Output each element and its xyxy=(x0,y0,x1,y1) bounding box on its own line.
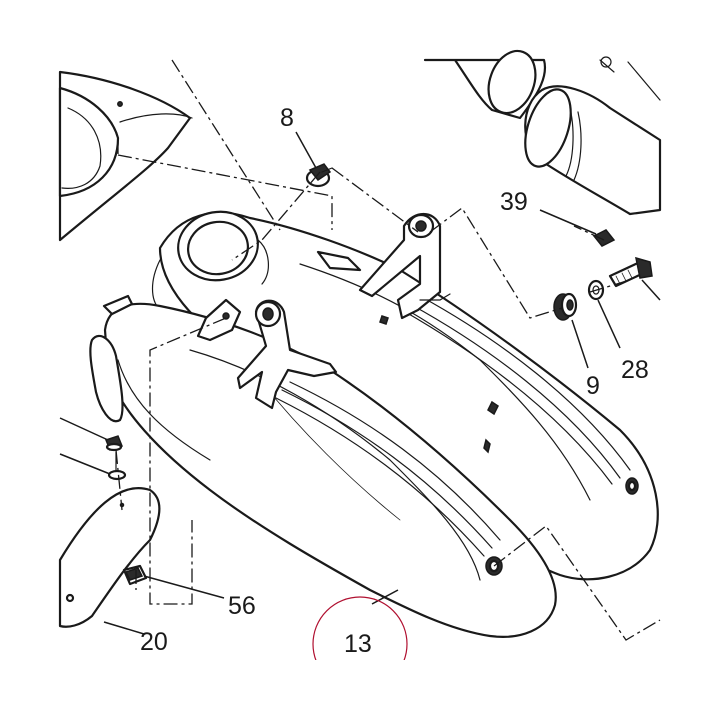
callout-13: 13 xyxy=(344,630,372,658)
left-screw-assembly xyxy=(105,435,127,508)
callout-56: 56 xyxy=(228,592,256,620)
rear-mounting-bracket xyxy=(316,212,451,320)
part-39-cap xyxy=(592,229,616,247)
highlight-mask xyxy=(300,660,420,720)
callout-8: 8 xyxy=(280,104,294,132)
front-mounting-bracket xyxy=(196,298,338,410)
callout-39: 39 xyxy=(500,188,528,216)
leader-lines xyxy=(59,131,661,635)
exhaust-pipe xyxy=(423,49,662,216)
part-9-grommet xyxy=(553,292,578,321)
part-56-clip-nut xyxy=(122,564,148,586)
mounting-bolt xyxy=(608,256,653,288)
part-20-plate xyxy=(58,487,161,628)
callout-20: 20 xyxy=(140,628,168,656)
callout-28: 28 xyxy=(621,356,649,384)
callout-9: 9 xyxy=(586,372,600,400)
front-muffler-body xyxy=(89,294,557,638)
assembly-lines xyxy=(115,59,661,641)
part-8-bolt xyxy=(305,163,333,188)
